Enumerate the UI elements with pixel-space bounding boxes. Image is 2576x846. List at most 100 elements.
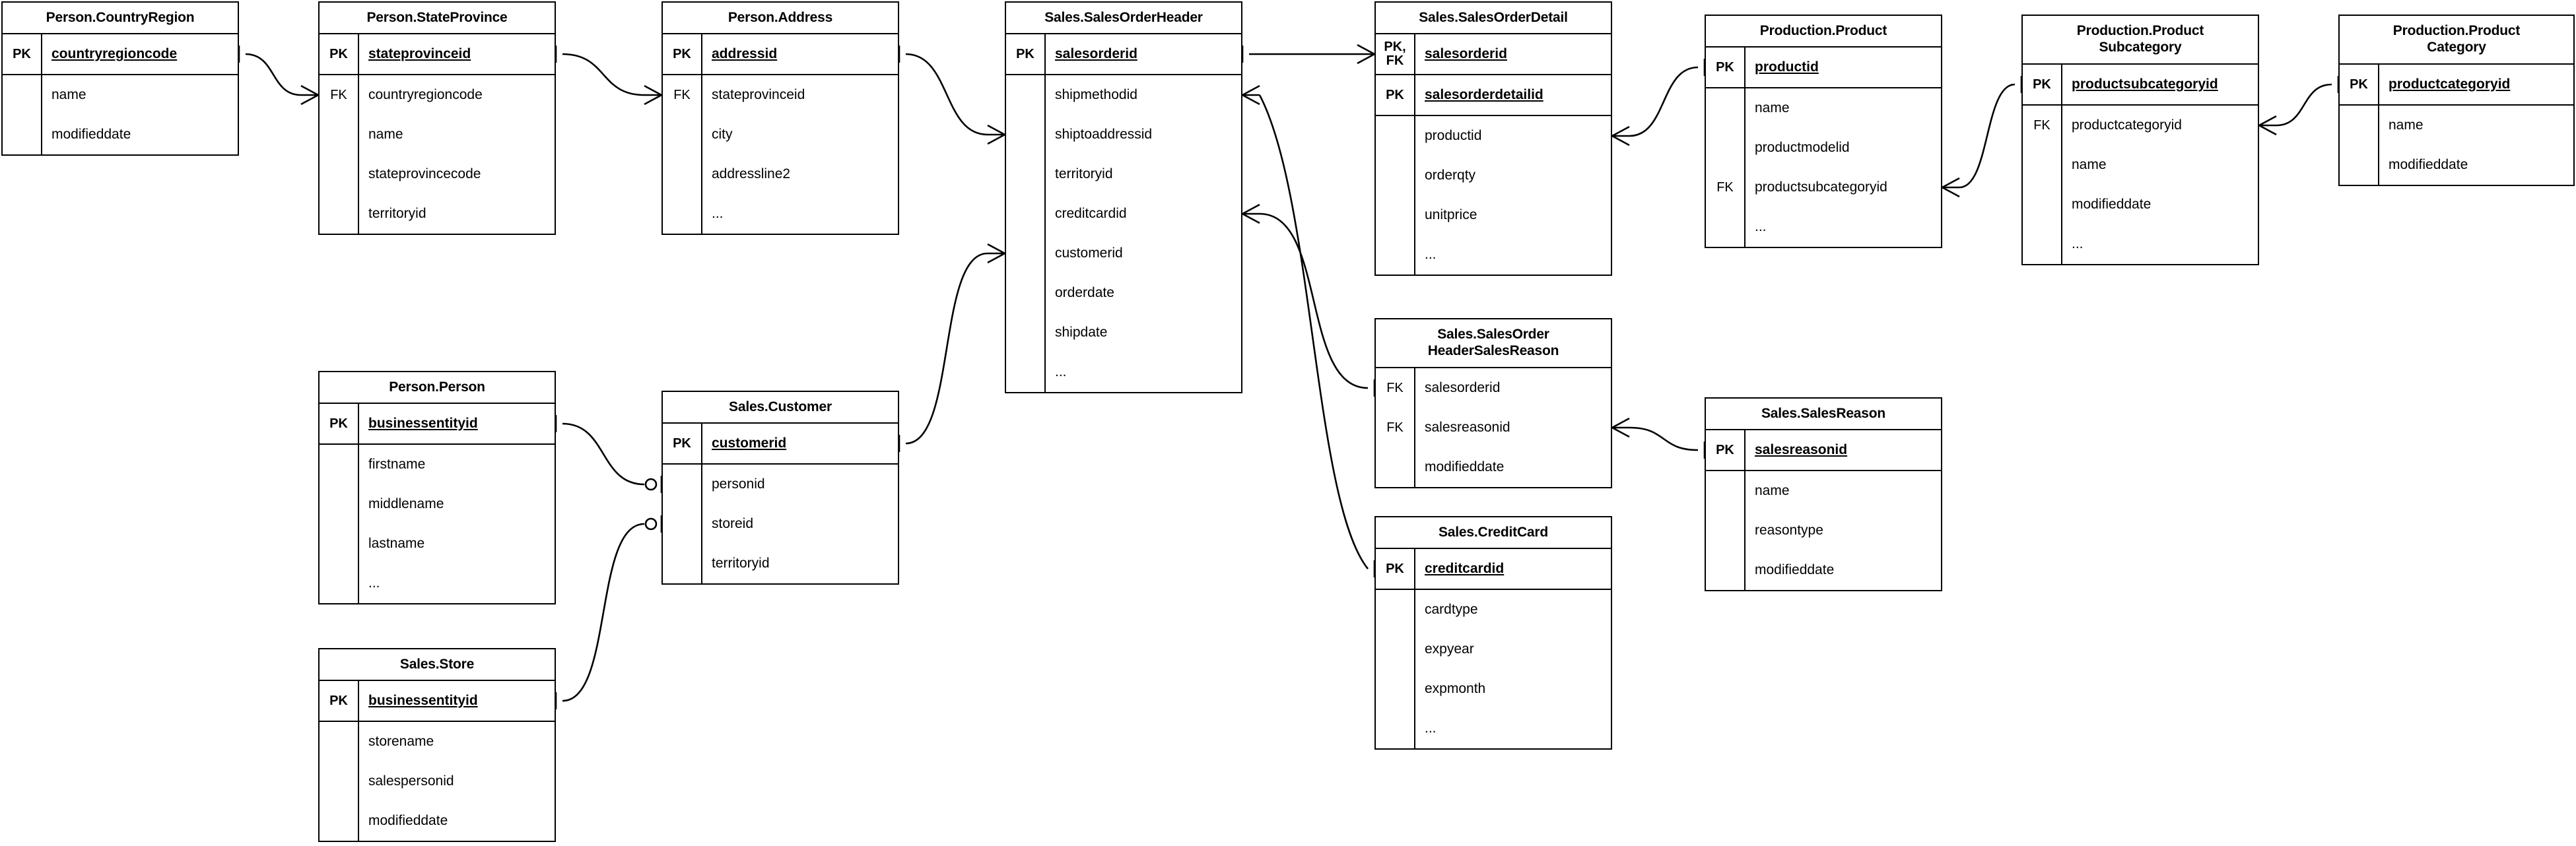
attribute-row[interactable]: shipmethodid: [1006, 75, 1241, 115]
attribute-row[interactable]: territoryid: [663, 544, 898, 583]
attribute-row[interactable]: productid: [1376, 116, 1611, 156]
attribute-row[interactable]: lastname: [320, 524, 555, 564]
attribute-row[interactable]: modifieddate: [3, 115, 238, 154]
attribute-row[interactable]: name: [3, 75, 238, 115]
rel-countryregion-stateprovince: [245, 53, 302, 96]
attribute-row[interactable]: ...: [1006, 352, 1241, 392]
attribute-row[interactable]: expmonth: [1376, 669, 1611, 709]
attribute-row[interactable]: territoryid: [320, 194, 555, 234]
key-badge-empty: [2023, 224, 2062, 264]
attribute-row[interactable]: modifieddate: [1376, 447, 1611, 487]
attribute-row[interactable]: modifieddate: [320, 801, 555, 841]
entity-title: Person.Address: [663, 3, 898, 34]
rel-product-productsubcategory: [1959, 83, 2016, 189]
key-badge-empty: [1006, 194, 1046, 234]
attribute-name: name: [51, 87, 86, 102]
attribute-row[interactable]: ...: [1376, 235, 1611, 275]
key-badge-pk: PK: [1006, 34, 1046, 74]
attribute-row[interactable]: city: [663, 115, 898, 154]
attribute-row[interactable]: unitprice: [1376, 195, 1611, 235]
attribute-row[interactable]: expyear: [1376, 630, 1611, 669]
attribute-row[interactable]: ...: [1376, 709, 1611, 748]
attribute-row[interactable]: name: [2023, 145, 2258, 185]
attribute-row[interactable]: ...: [320, 564, 555, 603]
attribute-row[interactable]: middlename: [320, 484, 555, 524]
rel-stateprovince-address-end-target: [644, 84, 662, 106]
attribute-row[interactable]: addressline2: [663, 154, 898, 194]
attribute-row[interactable]: stateprovincecode: [320, 154, 555, 194]
rel-store-customer-end-target-circle: [644, 517, 658, 531]
attribute-row[interactable]: orderqty: [1376, 156, 1611, 195]
attribute-row[interactable]: name: [320, 115, 555, 154]
attribute-row[interactable]: personid: [663, 465, 898, 504]
attribute-row[interactable]: productmodelid: [1706, 128, 1941, 168]
key-badge-empty: [2023, 145, 2062, 185]
attribute-row[interactable]: modifieddate: [1706, 550, 1941, 590]
attribute-group: PK salesorderid: [1006, 34, 1241, 74]
attribute-row[interactable]: name: [1706, 471, 1941, 511]
rel-store-customer: [562, 523, 645, 702]
entity-title: Sales.SalesOrderHeader: [1006, 3, 1241, 34]
attribute-row[interactable]: orderdate: [1006, 273, 1241, 313]
attribute-row[interactable]: shiptoaddressid: [1006, 115, 1241, 154]
attribute-row[interactable]: territoryid: [1006, 154, 1241, 194]
attribute-row[interactable]: ...: [2023, 224, 2258, 264]
attribute-row[interactable]: reasontype: [1706, 511, 1941, 550]
attribute-row[interactable]: modifieddate: [2023, 185, 2258, 224]
entity-title: Sales.SalesReason: [1706, 399, 1941, 430]
attribute-row[interactable]: ...: [1706, 207, 1941, 247]
key-badge-empty: [1006, 115, 1046, 154]
attribute-row[interactable]: storeid: [663, 504, 898, 544]
rel-salesorderheader-salesorderdetail-end-target: [1357, 44, 1375, 65]
attribute-row[interactable]: PK salesorderid: [1006, 34, 1241, 74]
attribute-row[interactable]: cardtype: [1376, 590, 1611, 630]
attribute-name: salesorderid: [1055, 46, 1137, 61]
attribute-row[interactable]: customerid: [1006, 234, 1241, 273]
attribute-row[interactable]: storename: [320, 722, 555, 762]
attribute-row[interactable]: name: [1706, 88, 1941, 128]
attribute-row[interactable]: shipdate: [1006, 313, 1241, 352]
attribute-row[interactable]: name: [2340, 106, 2573, 145]
key-badge-fk: FK: [1376, 408, 1415, 447]
attribute-row[interactable]: creditcardid: [1006, 194, 1241, 234]
attribute-row[interactable]: modifieddate: [2340, 145, 2573, 185]
attribute-row[interactable]: salespersonid: [320, 762, 555, 801]
attribute-row[interactable]: ...: [663, 194, 898, 234]
attribute-row[interactable]: firstname: [320, 445, 555, 484]
